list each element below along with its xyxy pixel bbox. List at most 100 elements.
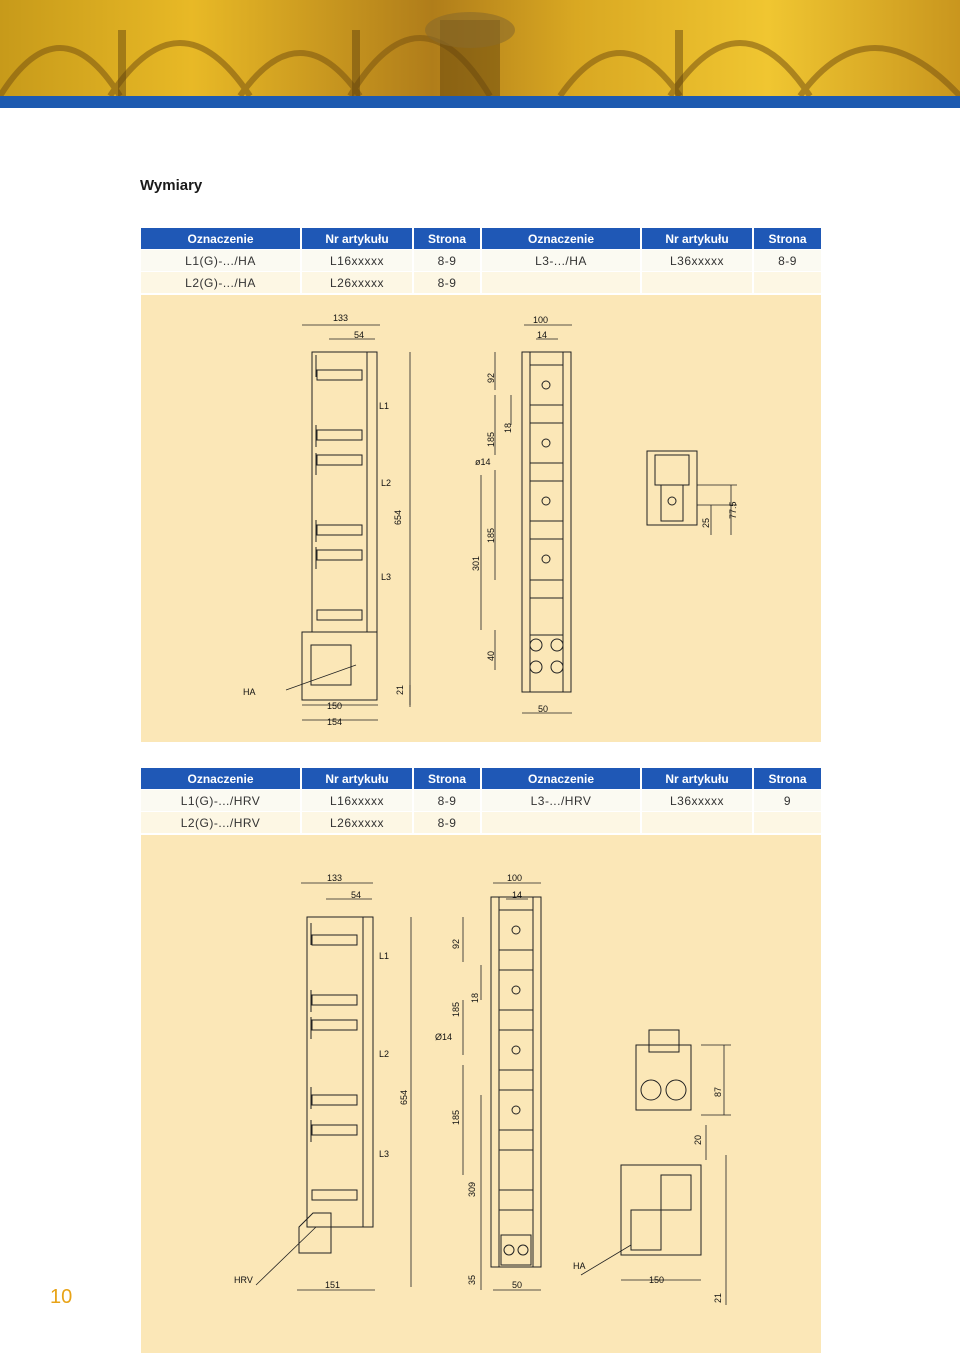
pole-label-l2: L2: [381, 478, 391, 488]
terminal-label-ha: HA: [573, 1261, 586, 1271]
end-view-drawing-bottom: [620, 1164, 702, 1256]
table-cell: L16xxxxx: [301, 789, 414, 812]
table-row: L2(G)-.../HRV L26xxxxx 8-9: [141, 811, 821, 833]
dim-label: 50: [512, 1280, 522, 1290]
dim-label: 87: [713, 1087, 723, 1097]
technical-drawing-hrv: 133 54 654 151 100 14 92 18 185 Ø14 185 …: [141, 835, 821, 1353]
dimensions-table-hrv: Oznaczenie Nr artykułu Strona Oznaczenie…: [141, 768, 821, 833]
pole-label-l1: L1: [379, 401, 389, 411]
table-cell: 8-9: [413, 249, 482, 272]
drawing-labels: 133 54 654 151 100 14 92 18 185 Ø14 185 …: [234, 873, 723, 1303]
table-cell: L16xxxxx: [301, 249, 414, 272]
table-cell: 9: [753, 789, 821, 812]
table-row: L1(G)-.../HRV L16xxxxx 8-9 L3-.../HRV L3…: [141, 789, 821, 812]
dim-label: Ø14: [435, 1032, 452, 1042]
dim-label: 77.5: [728, 501, 738, 519]
dim-label: 35: [467, 1275, 477, 1285]
dim-label: 20: [693, 1135, 703, 1145]
dim-label: 301: [471, 556, 481, 571]
dim-label: 654: [399, 1090, 409, 1105]
table-cell: 8-9: [413, 271, 482, 293]
col-header-oznaczenie: Oznaczenie: [481, 228, 642, 250]
dim-label: 21: [713, 1293, 723, 1303]
col-header-oznaczenie: Oznaczenie: [481, 768, 642, 790]
page-number: 10: [50, 1286, 73, 1308]
side-view-drawing: [298, 916, 374, 1254]
col-header-strona: Strona: [753, 768, 821, 790]
end-view-drawing: [646, 450, 698, 526]
front-view-drawing: [521, 351, 572, 693]
col-header-oznaczenie: Oznaczenie: [141, 228, 302, 250]
dim-label: 92: [451, 939, 461, 949]
dimension-lines: [285, 324, 737, 721]
header-banner-image: [0, 0, 960, 96]
table-cell: [641, 811, 754, 833]
dim-label: 309: [467, 1182, 477, 1197]
technical-drawing-ha: 133 54 654 21 150 154 100 14 92 18 185 ø…: [141, 295, 821, 742]
table-cell: 8-9: [753, 249, 821, 272]
drawing-labels: 133 54 654 21 150 154 100 14 92 18 185 ø…: [243, 313, 738, 727]
dim-label: 133: [327, 873, 342, 883]
dim-label: 14: [537, 330, 547, 340]
col-header-oznaczenie: Oznaczenie: [141, 768, 302, 790]
dim-label: 150: [327, 701, 342, 711]
end-view-drawing-top: [635, 1029, 692, 1111]
dim-label: 25: [701, 518, 711, 528]
table-cell: L3-.../HRV: [481, 789, 642, 812]
table-cell: 8-9: [413, 789, 482, 812]
table-cell: L36xxxxx: [641, 249, 754, 272]
dim-label: 185: [451, 1110, 461, 1125]
table-header-row: Oznaczenie Nr artykułu Strona Oznaczenie…: [141, 228, 821, 250]
table-cell: L1(G)-.../HRV: [141, 789, 302, 812]
dim-label: 54: [354, 330, 364, 340]
dim-label: 54: [351, 890, 361, 900]
cloister-arches-illustration: [0, 12, 960, 96]
terminal-label-ha: HA: [243, 687, 256, 697]
table-header-row: Oznaczenie Nr artykułu Strona Oznaczenie…: [141, 768, 821, 790]
header-blue-stripe: [0, 96, 960, 108]
side-view-drawing: [301, 351, 378, 701]
col-header-nr-artykulu: Nr artykułu: [301, 768, 414, 790]
table-cell: L2(G)-.../HRV: [141, 811, 302, 833]
front-view-drawing: [490, 896, 542, 1268]
table-cell: 8-9: [413, 811, 482, 833]
dim-label: 185: [486, 528, 496, 543]
col-header-nr-artykulu: Nr artykułu: [641, 768, 754, 790]
terminal-label-hrv: HRV: [234, 1275, 253, 1285]
dim-label: ø14: [475, 457, 491, 467]
pole-label-l1: L1: [379, 951, 389, 961]
dim-label: 92: [486, 373, 496, 383]
pole-label-l3: L3: [379, 1149, 389, 1159]
col-header-nr-artykulu: Nr artykułu: [641, 228, 754, 250]
pole-label-l3: L3: [381, 572, 391, 582]
dim-label: 50: [538, 704, 548, 714]
dim-label: 185: [451, 1002, 461, 1017]
dimensions-table-ha: Oznaczenie Nr artykułu Strona Oznaczenie…: [141, 228, 821, 293]
table-cell: [481, 811, 642, 833]
dim-label: 100: [533, 315, 548, 325]
col-header-strona: Strona: [413, 228, 482, 250]
col-header-strona: Strona: [753, 228, 821, 250]
dim-label: 14: [512, 890, 522, 900]
table-cell: L2(G)-.../HA: [141, 271, 302, 293]
table-cell: [753, 271, 821, 293]
table-cell: L1(G)-.../HA: [141, 249, 302, 272]
table-row: L2(G)-.../HA L26xxxxx 8-9: [141, 271, 821, 293]
dim-label: 133: [333, 313, 348, 323]
dimension-lines: [255, 882, 731, 1305]
table-cell: L36xxxxx: [641, 789, 754, 812]
col-header-nr-artykulu: Nr artykułu: [301, 228, 414, 250]
table-cell: L3-.../HA: [481, 249, 642, 272]
dim-label: 185: [486, 432, 496, 447]
dim-label: 150: [649, 1275, 664, 1285]
table-cell: [753, 811, 821, 833]
dim-label: 21: [395, 685, 405, 695]
table-cell: L26xxxxx: [301, 271, 414, 293]
table-cell: [641, 271, 754, 293]
dim-label: 40: [486, 651, 496, 661]
table-cell: [481, 271, 642, 293]
dim-label: 151: [325, 1280, 340, 1290]
dim-label: 18: [503, 423, 513, 433]
pole-label-l2: L2: [379, 1049, 389, 1059]
section-title: Wymiary: [140, 177, 203, 194]
